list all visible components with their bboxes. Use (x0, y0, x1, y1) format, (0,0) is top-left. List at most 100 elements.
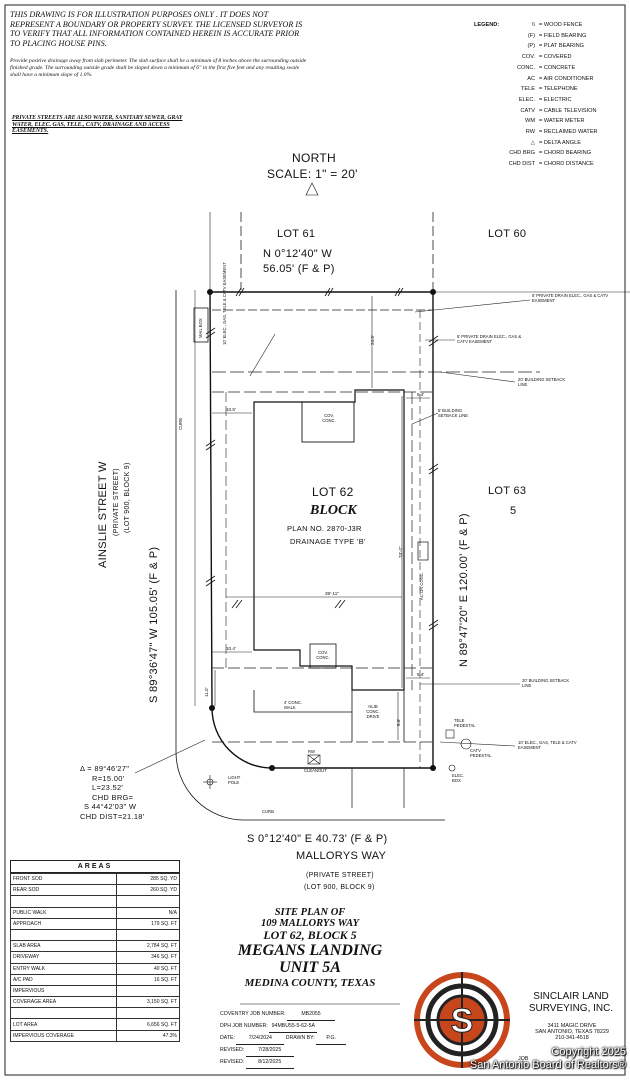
legend-item: COV. = COVERED (505, 52, 629, 63)
corner-pin (430, 765, 436, 771)
legend-symbol: CHD DIST (508, 161, 535, 168)
legend-description: = FIELD BEARING (539, 32, 587, 39)
legend-symbol: CHD BRG (509, 150, 535, 157)
drainage-type: DRAINAGE TYPE 'B' (290, 537, 366, 546)
title-line-4: MEGANS LANDING (237, 942, 383, 959)
legend-item: AC= AIR CONDITIONER (505, 74, 629, 85)
drain-easement-5b-label: 5' PRIVATE DRAIN ELEC., GAS & CATV EASEM… (457, 334, 522, 344)
sheet-border (4, 4, 626, 1076)
legend-description: = CABLE TELEVISION (539, 107, 597, 114)
mail-box-rect (193, 307, 209, 343)
setback-20-top-label: 20' BUILDING SETBACK LINE (518, 377, 566, 387)
company-address: 3411 MAGIC DRIVE SAN ANTONIO, TEXAS 7822… (527, 1023, 617, 1042)
water-meter-symbol (307, 754, 321, 765)
entry-walk (253, 690, 352, 713)
legend-description: = DELTA ANGLE (539, 139, 581, 146)
area-value: 3,150 SQ. FT (116, 996, 180, 1009)
dim-10-4: 10.4' (226, 646, 236, 651)
lot62-label: LOT 62 (312, 485, 354, 499)
drainage-note: Provide positive drainage away from slab… (10, 58, 307, 78)
table-row (10, 928, 180, 942)
fence-marks (205, 287, 439, 631)
job-info: COVENTRY JOB NUMBER: MB2055 DPH JOB NUMB… (220, 1009, 420, 1069)
north-label: NORTH (292, 151, 336, 165)
legend-item: RW= RECLAIMED WATER (505, 127, 629, 138)
title-line-6: MEDINA COUNTY, TEXAS (244, 977, 376, 989)
legend-symbol: ELEC. (518, 96, 535, 103)
revised1-label: REVISED: (220, 1047, 245, 1053)
curb-line (175, 290, 445, 821)
corner-pin (269, 765, 275, 771)
areas-title: AREAS (10, 860, 180, 873)
curve-chord-distance: CHD DIST=21.18' (80, 811, 145, 821)
curve-chord-bearing-label: CHD BRG= (92, 792, 134, 802)
legend-symbol: CONC. (516, 64, 535, 71)
area-label: COVERAGE AREA (10, 996, 117, 1009)
drain-easement-5-label: 5' PRIVATE DRAIN ELEC., GAS & CATV EASEM… (532, 293, 609, 303)
title-line-5: UNIT 5A (279, 959, 341, 976)
legend-list: \\= WOOD FENCE(F)= FIELD BEARING(P)= PLA… (505, 20, 629, 170)
title-block: SITE PLAN OF 109 MALLORYS WAY LOT 62, BL… (220, 907, 400, 990)
area-value (116, 895, 180, 908)
drive-approach (351, 768, 405, 808)
legend-item: △ = DELTA ANGLE (505, 138, 629, 149)
area-value: 40 SQ. FT (116, 962, 180, 975)
area-label: SLAB AREA (10, 940, 117, 953)
catv-pedestal-label: CATV PEDESTAL (470, 748, 492, 758)
private-streets-note: PRIVATE STREETS ARE ALSO WATER, SANITARY… (12, 115, 183, 135)
dim-10-5: 10.5' (226, 407, 236, 412)
legend-description: = ELECTRIC (539, 96, 572, 103)
area-label (10, 928, 117, 942)
legend-symbol: CATV (520, 107, 535, 114)
company-logo: S (414, 972, 510, 1068)
legend-item: WM= WATER METER (505, 116, 629, 127)
legend-item: ELEC. = ELECTRIC (505, 95, 629, 106)
legend-symbol: △ (530, 139, 535, 146)
legend-symbol: (P) (527, 43, 535, 50)
house-width-dim: 39'-11" (325, 591, 339, 596)
cov-conc-top (301, 401, 355, 443)
top-distance: 56.05' (F & P) (263, 263, 335, 275)
watermark-line-2: San Antonio Board of Realtors® (469, 1059, 626, 1071)
lot60-label: LOT 60 (488, 228, 527, 240)
legend-description: = COVERED (539, 54, 572, 61)
area-value (116, 1007, 180, 1020)
block-label: BLOCK (310, 503, 357, 518)
disclaimer-note: THIS DRAWING IS FOR ILLUSTRATION PURPOSE… (10, 10, 303, 48)
table-row: IMPERVIOUS (10, 984, 180, 998)
company-addr2: SAN ANTONIO, TEXAS 78229 (535, 1029, 609, 1036)
lot63-label: LOT 63 (488, 485, 527, 497)
street-name-left: AINSLIE STREET W (97, 461, 109, 568)
curve-delta: Δ = 89°46'27" (80, 764, 130, 773)
legend-description: = WOOD FENCE (539, 22, 583, 28)
legend-title: LEGEND: (474, 22, 500, 28)
curve-length: L=23.52' (92, 783, 124, 793)
corner-pin (430, 289, 436, 295)
legend-description: = PLAT BEARING (539, 43, 585, 50)
area-label: APPROACH (10, 917, 117, 930)
lot61-label: LOT 61 (277, 228, 316, 240)
curb-left-label: CURB (178, 418, 183, 430)
area-value: 47.3% (116, 1029, 180, 1042)
legend-symbol: COV. (521, 54, 535, 61)
street-private-left: (PRIVATE STREET) (113, 468, 120, 536)
bottom-bearing: S 0°12'40" E 40.73' (F & P) (247, 833, 388, 845)
light-pole-symbol (203, 775, 217, 789)
legend-description: = CHORD DISTANCE (539, 161, 594, 168)
area-value: 346 SQ. FT (116, 951, 180, 964)
street-lot-left: (LOT 900, BLOCK 9) (124, 462, 131, 533)
conc-drive-label: HLIB CONC. DRIVE (366, 704, 380, 719)
area-value: N/A (116, 906, 180, 919)
watermark-line-1: Copyright 2025 (551, 1046, 626, 1058)
legend-symbol: TELE (521, 86, 535, 93)
legend-item: CHD DIST = CHORD DISTANCE (505, 159, 629, 170)
area-value: 16 SQ. FT (116, 973, 180, 986)
